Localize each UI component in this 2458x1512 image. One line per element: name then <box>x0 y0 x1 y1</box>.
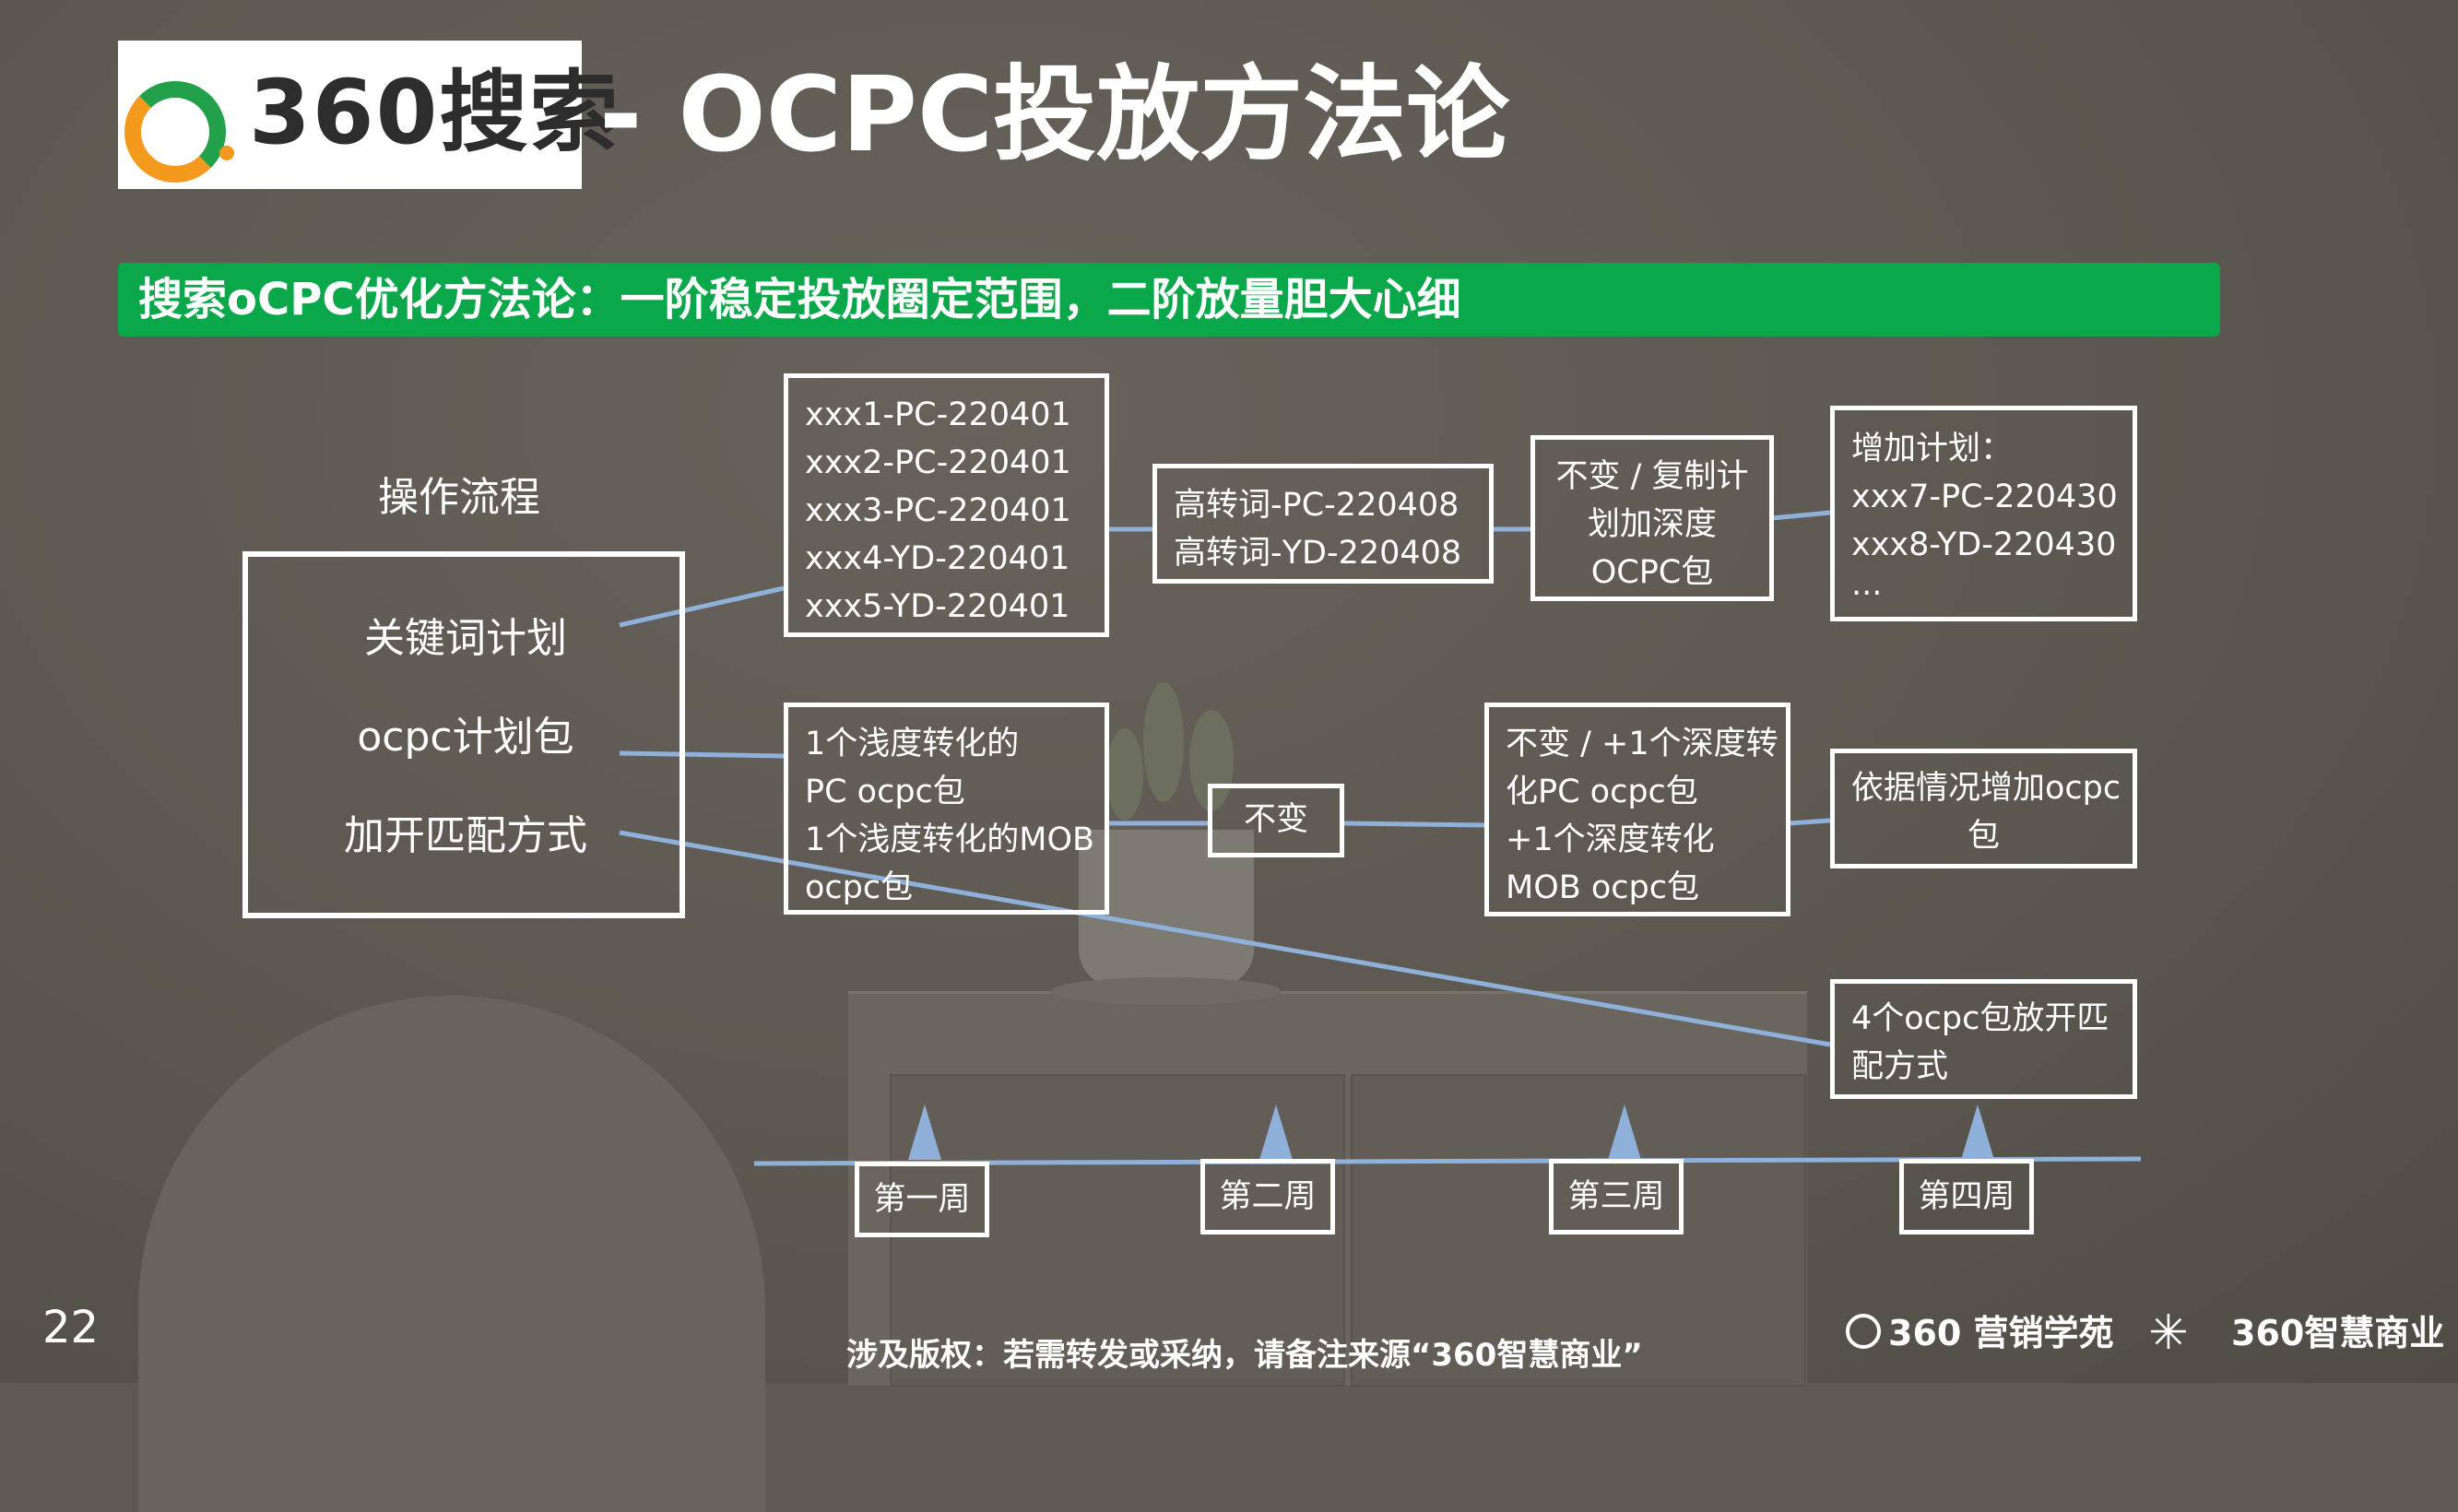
box-line: 不变 <box>1243 801 1308 838</box>
week1-ocpc-box: 1个浅度转化的 PC ocpc包 1个浅度转化的MOB ocpc包 <box>784 703 1109 915</box>
box-line: ... <box>1851 566 1883 603</box>
box-line: +1个深度转化 <box>1506 821 1715 858</box>
week3-keyword-plan-box: 不变 / 复制计 划加深度 OCPC包 <box>1530 435 1774 601</box>
plan-name: xxx1-PC-220401 <box>805 396 1071 433</box>
box-line: 不变 / +1个深度转 <box>1506 726 1779 762</box>
plan-name: xxx2-PC-220401 <box>805 444 1071 481</box>
connector-line <box>619 830 1831 1047</box>
plan-name: xxx4-YD-220401 <box>805 540 1070 577</box>
box-line: 包 <box>1967 818 2000 855</box>
flow-item-match-type: 加开匹配方式 <box>344 812 587 859</box>
box-line: OCPC包 <box>1590 554 1714 591</box>
week2-ocpc-box: 不变 <box>1208 784 1344 857</box>
connector-line <box>619 750 785 759</box>
footer-logo-marketing-academy: 360 营销学苑 <box>1888 1313 2114 1353</box>
timeline-arrow-icon <box>1961 1104 1994 1160</box>
box-line: ocpc包 <box>805 869 914 906</box>
plan-name: 高转词-YD-220408 <box>1174 535 1462 572</box>
star-burst-icon: ✳ <box>2148 1305 2189 1361</box>
connector-line <box>1788 818 1831 826</box>
box-line: 4个ocpc包放开匹 <box>1851 1000 2109 1037</box>
week3-ocpc-box: 不变 / +1个深度转 化PC ocpc包 +1个深度转化 MOB ocpc包 <box>1484 703 1790 916</box>
box-line: MOB ocpc包 <box>1506 869 1700 906</box>
box-line: PC ocpc包 <box>805 774 965 810</box>
box-line: 1个浅度转化的 <box>805 726 1020 762</box>
footer-logo-smart-business: 360智慧商业 <box>2231 1313 2445 1353</box>
background-saucer <box>1051 977 1282 1005</box>
plan-name: 高转词-PC-220408 <box>1174 487 1459 524</box>
week-label-2: 第二周 <box>1200 1159 1335 1234</box>
box-line: 增加计划： <box>1851 431 2014 467</box>
timeline-arrow-icon <box>908 1104 941 1160</box>
subtitle-banner-text: 搜索oCPC优化方法论：一阶稳定投放圈定范围，二阶放量胆大心细 <box>138 274 1461 325</box>
box-line: 1个浅度转化的MOB <box>805 821 1095 858</box>
box-line: 配方式 <box>1851 1048 1949 1085</box>
logo-dot-icon <box>219 146 234 160</box>
plan-name: xxx5-YD-220401 <box>805 588 1070 625</box>
page-number: 22 <box>42 1302 100 1353</box>
week2-keyword-plan-box: 高转词-PC-220408 高转词-YD-220408 <box>1152 464 1494 584</box>
plan-name: xxx7-PC-220430 <box>1851 478 2118 515</box>
box-line: 划加深度 <box>1587 506 1717 543</box>
timeline-arrow-icon <box>1259 1104 1293 1160</box>
box-line: 化PC ocpc包 <box>1506 774 1698 810</box>
week1-keyword-plan-box: xxx1-PC-220401 xxx2-PC-220401 xxx3-PC-22… <box>784 373 1109 637</box>
week-label-4: 第四周 <box>1899 1159 2034 1234</box>
week-label-3: 第三周 <box>1549 1159 1684 1234</box>
background-plant <box>1143 682 1184 802</box>
connector-line <box>619 585 785 628</box>
plus-circle-icon <box>1846 1314 1881 1349</box>
flow-item-ocpc-package: ocpc计划包 <box>357 714 574 761</box>
logo-text: 360搜索 <box>249 61 620 164</box>
operation-flow-label: 操作流程 <box>378 474 540 521</box>
connector-line <box>1771 510 1831 521</box>
week-label-1: 第一周 <box>855 1162 989 1237</box>
plan-name: xxx8-YD-220430 <box>1851 526 2117 563</box>
week4-ocpc-box: 依据情况增加ocpc 包 <box>1830 749 2137 868</box>
week4-keyword-plan-box: 增加计划： xxx7-PC-220430 xxx8-YD-220430 ... <box>1830 406 2137 621</box>
week4-match-type-box: 4个ocpc包放开匹 配方式 <box>1830 979 2137 1099</box>
background-plant <box>1106 728 1143 821</box>
timeline-arrow-icon <box>1608 1104 1641 1160</box>
copyright-notice: 涉及版权：若需转发或采纳，请备注来源“360智慧商业” <box>846 1337 1643 1374</box>
subtitle-banner <box>118 263 2220 337</box>
box-line: 不变 / 复制计 <box>1555 458 1749 495</box>
operation-flow-box <box>242 551 685 918</box>
connector-line <box>1341 821 1485 828</box>
flow-item-keyword-plan: 关键词计划 <box>364 615 567 662</box>
plan-name: xxx3-PC-220401 <box>805 492 1071 529</box>
page-title: - OCPC投放方法论 <box>599 55 1510 175</box>
box-line: 依据情况增加ocpc <box>1851 770 2121 807</box>
